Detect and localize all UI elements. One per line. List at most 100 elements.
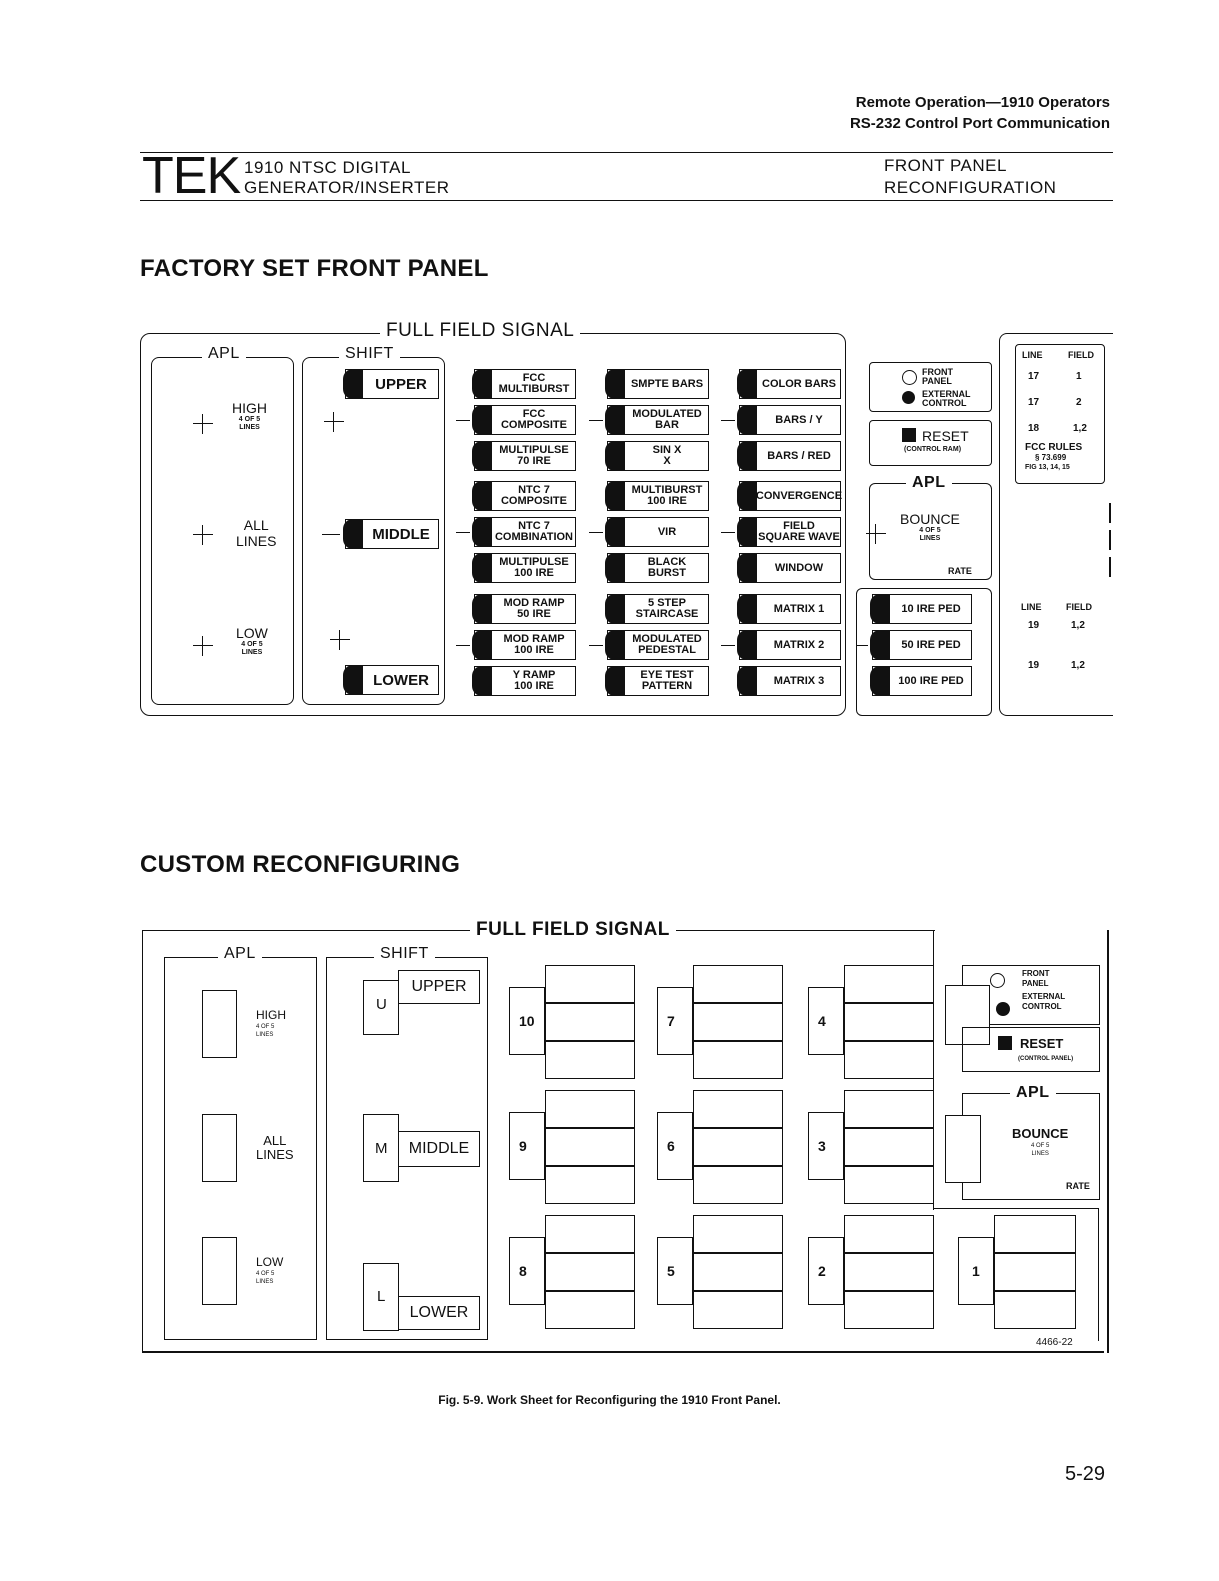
product-line2: GENERATOR/INSERTER bbox=[244, 178, 450, 197]
factory-key-c2-r5[interactable]: VIR bbox=[605, 517, 709, 547]
custom-slot-button[interactable] bbox=[545, 965, 635, 1003]
custom-slot-number: 4 bbox=[818, 1013, 826, 1029]
ped-key-1[interactable]: 10 IRE PED bbox=[870, 594, 972, 624]
shift-middle-button[interactable]: MIDDLE bbox=[343, 519, 439, 549]
custom-slot-button[interactable] bbox=[545, 1041, 635, 1079]
custom-slot-button[interactable] bbox=[693, 1128, 783, 1166]
custom-slot-button[interactable] bbox=[545, 1166, 635, 1204]
custom-shift-lower-button[interactable]: LOWER bbox=[398, 1296, 480, 1330]
custom-slot-button[interactable] bbox=[693, 1003, 783, 1041]
custom-slot-button[interactable] bbox=[994, 1253, 1076, 1291]
factory-key-c2-r4[interactable]: MULTIBURST 100 IRE bbox=[605, 481, 709, 511]
factory-key-c2-r2[interactable]: MODULATED BAR bbox=[605, 405, 709, 435]
custom-apl-high-slot[interactable] bbox=[202, 990, 237, 1058]
factory-key-c2-r1[interactable]: SMPTE BARS bbox=[605, 369, 709, 399]
custom-slot-button[interactable] bbox=[545, 1253, 635, 1291]
shift-upper-button[interactable]: UPPER bbox=[343, 369, 439, 399]
custom-slot-button[interactable] bbox=[844, 965, 934, 1003]
factory-shift-label: SHIFT bbox=[339, 345, 400, 363]
custom-slot-tab[interactable] bbox=[657, 1237, 693, 1305]
custom-source-slot[interactable] bbox=[945, 985, 990, 1045]
factory-key-c3-r3[interactable]: BARS / RED bbox=[737, 441, 841, 471]
custom-reset-button[interactable] bbox=[998, 1036, 1012, 1050]
apl-high-key-icon[interactable] bbox=[193, 414, 213, 434]
custom-slot-button[interactable] bbox=[844, 1166, 934, 1204]
custom-slot-button[interactable] bbox=[545, 1003, 635, 1041]
custom-slot-button[interactable] bbox=[545, 1090, 635, 1128]
custom-shift-middle-button[interactable]: MIDDLE bbox=[398, 1131, 480, 1167]
custom-apl-all-slot[interactable] bbox=[202, 1114, 237, 1182]
custom-slot-button[interactable] bbox=[693, 1041, 783, 1079]
factory-key-c2-r6[interactable]: BLACK BURST bbox=[605, 553, 709, 583]
factory-key-c2-r3[interactable]: SIN X X bbox=[605, 441, 709, 471]
custom-slot-button[interactable] bbox=[545, 1291, 635, 1329]
factory-key-c3-r7[interactable]: MATRIX 1 bbox=[737, 594, 841, 624]
factory-key-c3-r5[interactable]: FIELD SQUARE WAVE bbox=[737, 517, 841, 547]
custom-shift-upper-button[interactable]: UPPER bbox=[398, 970, 480, 1004]
factory-key-c1-r6[interactable]: MULTIPULSE 100 IRE bbox=[472, 553, 576, 583]
custom-slot-tab[interactable] bbox=[509, 987, 545, 1055]
custom-slot-button[interactable] bbox=[844, 1128, 934, 1166]
factory-key-c1-r3[interactable]: MULTIPULSE 70 IRE bbox=[472, 441, 576, 471]
ped-key-2[interactable]: 50 IRE PED bbox=[870, 630, 972, 660]
ped-key-3[interactable]: 100 IRE PED bbox=[870, 666, 972, 696]
custom-slot-button[interactable] bbox=[693, 1215, 783, 1253]
custom-apl-box bbox=[164, 957, 317, 1340]
shift-lower-button[interactable]: LOWER bbox=[343, 665, 439, 695]
custom-slot-button[interactable] bbox=[693, 1253, 783, 1291]
custom-slot-button[interactable] bbox=[693, 1166, 783, 1204]
custom-slot-tab[interactable] bbox=[509, 1112, 545, 1180]
custom-slot-button[interactable] bbox=[844, 1253, 934, 1291]
custom-slot-button[interactable] bbox=[844, 1003, 934, 1041]
apl-all-key-icon[interactable] bbox=[193, 525, 213, 545]
custom-slot-button[interactable] bbox=[545, 1215, 635, 1253]
reset-button[interactable] bbox=[902, 428, 916, 442]
factory-key-c1-r2[interactable]: FCC COMPOSITE bbox=[472, 405, 576, 435]
custom-slot-tab[interactable] bbox=[808, 1237, 844, 1305]
factory-key-c3-r1[interactable]: COLOR BARS bbox=[737, 369, 841, 399]
custom-slot-number: 10 bbox=[519, 1013, 535, 1029]
factory-key-c3-r9[interactable]: MATRIX 3 bbox=[737, 666, 841, 696]
custom-bounce-slot[interactable] bbox=[945, 1115, 981, 1183]
factory-key-c3-r2[interactable]: BARS / Y bbox=[737, 405, 841, 435]
custom-slot-button[interactable] bbox=[844, 1291, 934, 1329]
custom-slot-button[interactable] bbox=[545, 1128, 635, 1166]
custom-slot-button[interactable] bbox=[994, 1291, 1076, 1329]
figure-caption: Fig. 5-9. Work Sheet for Reconfiguring t… bbox=[438, 1393, 781, 1407]
custom-slot-button[interactable] bbox=[693, 1291, 783, 1329]
custom-slot-button[interactable] bbox=[994, 1215, 1076, 1253]
side-col-line-b: LINE bbox=[1021, 602, 1042, 612]
factory-key-c1-r1[interactable]: FCC MULTIBURST bbox=[472, 369, 576, 399]
custom-slot-tab[interactable] bbox=[808, 987, 844, 1055]
custom-apl-low-slot[interactable] bbox=[202, 1237, 237, 1305]
side-row2-field: 2 bbox=[1076, 397, 1082, 408]
custom-slot-button[interactable] bbox=[844, 1215, 934, 1253]
custom-shift-u-slot[interactable] bbox=[363, 980, 399, 1035]
factory-key-c2-r9[interactable]: EYE TEST PATTERN bbox=[605, 666, 709, 696]
custom-slot-tab[interactable] bbox=[808, 1112, 844, 1180]
custom-slot-tab[interactable] bbox=[657, 1112, 693, 1180]
custom-slot-button[interactable] bbox=[844, 1090, 934, 1128]
apl-low-key-icon[interactable] bbox=[193, 636, 213, 656]
factory-key-c3-r8[interactable]: MATRIX 2 bbox=[737, 630, 841, 660]
factory-key-c2-r8[interactable]: MODULATED PEDESTAL bbox=[605, 630, 709, 660]
custom-slot-tab[interactable] bbox=[509, 1237, 545, 1305]
factory-key-c3-r6[interactable]: WINDOW bbox=[737, 553, 841, 583]
factory-key-c2-r7[interactable]: 5 STEP STAIRCASE bbox=[605, 594, 709, 624]
section-line2: RECONFIGURATION bbox=[884, 178, 1057, 197]
custom-slot-button[interactable] bbox=[844, 1041, 934, 1079]
bounce-key-icon[interactable] bbox=[866, 524, 886, 544]
factory-key-c1-r7[interactable]: MOD RAMP 50 IRE bbox=[472, 594, 576, 624]
factory-key-c1-r8[interactable]: MOD RAMP 100 IRE bbox=[472, 630, 576, 660]
custom-slot-tab[interactable] bbox=[657, 987, 693, 1055]
factory-key-c3-r4[interactable]: CONVERGENCE bbox=[737, 481, 842, 511]
factory-key-c1-r5[interactable]: NTC 7 COMBINATION bbox=[472, 517, 576, 547]
factory-key-c1-r9[interactable]: Y RAMP 100 IRE bbox=[472, 666, 576, 696]
custom-slot-button[interactable] bbox=[693, 965, 783, 1003]
custom-shift-l-slot[interactable] bbox=[363, 1263, 399, 1331]
factory-key-c1-r4[interactable]: NTC 7 COMPOSITE bbox=[472, 481, 576, 511]
custom-slot-button[interactable] bbox=[693, 1090, 783, 1128]
custom-slot-tab[interactable] bbox=[958, 1237, 994, 1305]
